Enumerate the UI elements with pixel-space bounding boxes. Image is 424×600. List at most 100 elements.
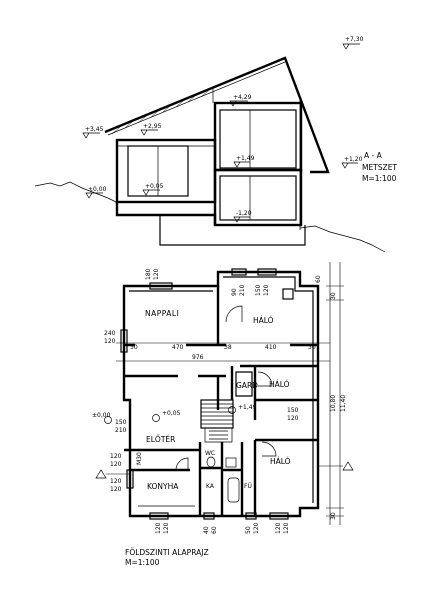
dim-b120e: 120 (283, 522, 290, 534)
section-upper-right (213, 101, 303, 172)
elev-marker-entry (104, 416, 112, 424)
room-ka: KA (206, 483, 215, 490)
window-konyha-left (126, 469, 134, 489)
door-halo2 (257, 371, 273, 387)
dim-120c: 120 (104, 338, 116, 345)
dim-90: 90 (231, 288, 238, 296)
section-name: METSZET (362, 163, 397, 172)
plan-elev-stair: +1,49 (238, 404, 257, 411)
elev-mark (342, 43, 360, 50)
elevation-marks: +7,30 +4,29 +3,45 +2,95 +1,49 +1,20 +0,0… (82, 36, 364, 223)
window-bottom-2 (203, 512, 215, 520)
room-konyha: KONYHA (147, 482, 179, 491)
dim-976: 976 (192, 354, 204, 361)
window-halo-top-1 (231, 268, 247, 276)
window-nappali-top (149, 282, 173, 290)
section-basement (159, 215, 306, 246)
elev-minus120: -1,20 (236, 210, 252, 217)
elev-295: +2,95 (143, 123, 162, 130)
room-halo-1: HÁLÓ (253, 316, 274, 325)
stair-lower-treads (209, 430, 228, 440)
room-nappali: NAPPALI (145, 309, 179, 318)
dim-120g: 120 (110, 478, 122, 485)
dim-150c: 150 (287, 407, 299, 414)
elev-120: +1,20 (344, 156, 363, 163)
room-halo-2: HÁLÓ (269, 380, 290, 389)
dim-30c: 30 (330, 292, 337, 300)
dim-30b: 30 (308, 344, 316, 351)
walls-service-h (200, 466, 242, 472)
dim-38: 38 (224, 344, 232, 351)
elev-345: +3,45 (85, 126, 104, 133)
room-eloter: ELŐTÉR (146, 435, 175, 444)
dim-120d: 120 (287, 415, 299, 422)
sink-fixture (225, 457, 237, 468)
window-bottom-3 (245, 512, 257, 520)
dim-120e: 120 (110, 453, 122, 460)
elev-mark (82, 132, 100, 139)
door-halo3 (261, 441, 277, 457)
dim-470: 470 (172, 344, 184, 351)
elev-marker-eloter (152, 414, 160, 422)
section-window-lower (219, 175, 297, 221)
window-bottom-4 (269, 512, 289, 520)
dim-120h: 120 (110, 486, 122, 493)
section-floor (115, 202, 217, 225)
dim-30a: 30 (130, 344, 138, 351)
stair-box (200, 399, 234, 429)
roof-inner-line (107, 61, 286, 136)
window-halo-top-2 (257, 268, 277, 276)
stair (200, 399, 234, 443)
window-nappali-left (120, 329, 128, 353)
dim-b50: 50 (245, 526, 252, 534)
floor-plan: NAPPALI HÁLÓ GARD HÁLÓ HÁLÓ ELŐTÉR KONYH… (92, 262, 354, 567)
elev-marker-stair (228, 406, 236, 414)
stair-treads (201, 403, 233, 425)
dim-210b: 210 (115, 427, 127, 434)
dim-60: 60 (315, 275, 322, 283)
section-scale: M=1:100 (362, 174, 397, 183)
room-gard: GARD (236, 381, 258, 390)
dim-120b: 120 (263, 284, 270, 296)
room-fu: FÜ (244, 483, 252, 490)
wall-mid-horizontal-2 (124, 364, 318, 378)
door-halo1 (225, 305, 243, 323)
dim-180: 180 (145, 268, 152, 280)
ground-line-right (299, 225, 386, 253)
dim-120a: 120 (153, 268, 160, 280)
dim-b120c: 120 (253, 522, 260, 534)
dim-210: 210 (239, 284, 246, 296)
gard-inner (235, 371, 253, 397)
roof-outline (104, 56, 330, 174)
elev-000: ±0,00 (88, 186, 107, 193)
section-marker-left (95, 469, 107, 479)
elev-mark (233, 216, 250, 223)
elev-mark (142, 189, 160, 196)
wc-fixture (206, 456, 216, 468)
plan-scale: M=1:100 (125, 558, 160, 567)
elev-mark (233, 161, 250, 168)
dim-410: 410 (265, 344, 277, 351)
stair-lower (204, 428, 233, 443)
dim-b120a: 120 (155, 522, 162, 534)
dim-b120d: 120 (275, 522, 282, 534)
plan-dimensions: 180 120 90 210 150 120 60 240 120 30 470… (104, 268, 347, 534)
dim-m30: M30 (136, 452, 143, 465)
plan-outer-wall (122, 270, 320, 518)
elev-mark (140, 129, 158, 136)
dimticks-right (326, 285, 344, 517)
elev-mark (229, 100, 248, 107)
section-drawing: +7,30 +4,29 +3,45 +2,95 +1,49 +1,20 +0,0… (34, 36, 397, 253)
dim-total-1080: 10,80 (330, 395, 337, 412)
section-lower-right (213, 168, 303, 227)
elev-149: +1,49 (236, 155, 255, 162)
dim-120f: 120 (110, 461, 122, 468)
section-title: A - A (364, 151, 383, 160)
elev-mark (341, 162, 358, 169)
dim-30d: 30 (330, 512, 337, 520)
ground-line-left (34, 181, 119, 204)
roof-hatch (111, 89, 210, 135)
elev-mark (85, 192, 103, 199)
elev-429: +4,29 (233, 94, 252, 101)
